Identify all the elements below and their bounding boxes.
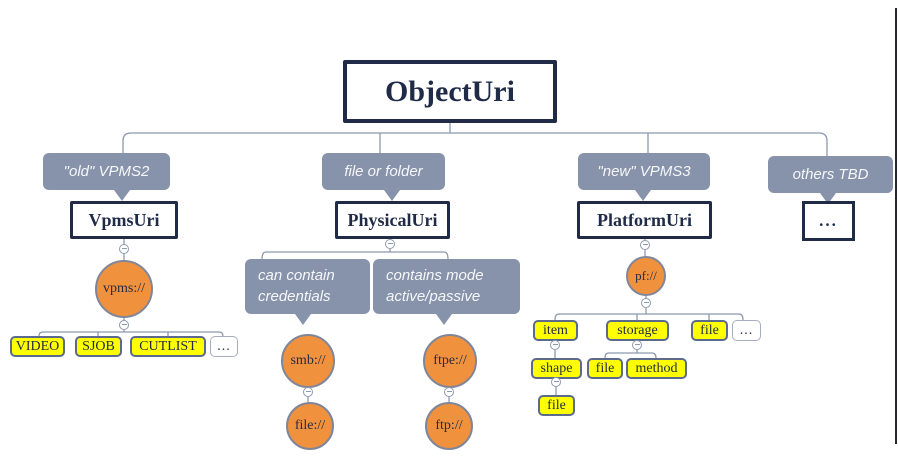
segment-leaf-item[interactable]: item xyxy=(533,320,578,341)
segment-leaf-storage-file[interactable]: file xyxy=(587,358,623,379)
collapse-toggle-icon[interactable] xyxy=(444,387,454,397)
class-node-platformuri[interactable]: PlatformUri xyxy=(577,201,712,239)
callout-old-vpms2[interactable]: "old" VPMS2 xyxy=(43,153,170,201)
type-leaf-video[interactable]: VIDEO xyxy=(10,336,65,357)
type-leaf-sjob[interactable]: SJOB xyxy=(75,336,122,357)
type-leaf-more[interactable]: ... xyxy=(210,336,238,357)
note-can-contain-credentials[interactable]: can contain credentials xyxy=(245,259,370,325)
note-contains-mode[interactable]: contains mode active/passive xyxy=(373,259,520,325)
collapse-toggle-icon[interactable] xyxy=(632,340,642,350)
scheme-circle-pf[interactable]: pf:// xyxy=(626,256,666,296)
callout-new-vpms3[interactable]: "new" VPMS3 xyxy=(578,153,710,201)
callout-file-or-folder[interactable]: file or folder xyxy=(322,153,445,201)
type-leaf-cutlist[interactable]: CUTLIST xyxy=(130,336,206,357)
class-node-vpmsuri[interactable]: VpmsUri xyxy=(70,201,178,239)
segment-leaf-shape-file[interactable]: file xyxy=(538,395,575,416)
scheme-circle-vpms[interactable]: vpms:// xyxy=(95,260,153,318)
collapse-toggle-icon[interactable] xyxy=(119,320,129,330)
scheme-circle-ftp[interactable]: ftp:// xyxy=(425,402,473,450)
segment-leaf-shape[interactable]: shape xyxy=(531,358,582,379)
root-node[interactable]: ObjectUri xyxy=(343,60,557,123)
collapse-toggle-icon[interactable] xyxy=(119,244,129,254)
callout-others-tbd[interactable]: others TBD xyxy=(768,156,893,204)
collapse-toggle-icon[interactable] xyxy=(550,340,560,350)
collapse-toggle-icon[interactable] xyxy=(551,377,561,387)
collapse-toggle-icon[interactable] xyxy=(641,298,651,308)
collapse-toggle-icon[interactable] xyxy=(640,240,650,250)
segment-leaf-file[interactable]: file xyxy=(691,320,728,341)
scheme-circle-ftpe[interactable]: ftpe:// xyxy=(423,334,477,388)
scheme-circle-file[interactable]: file:// xyxy=(286,402,334,450)
class-node-physicaluri[interactable]: PhysicalUri xyxy=(335,201,450,239)
segment-leaf-more[interactable]: ... xyxy=(732,320,761,341)
scheme-circle-smb[interactable]: smb:// xyxy=(281,334,335,388)
segment-leaf-method[interactable]: method xyxy=(626,358,687,379)
collapse-toggle-icon[interactable] xyxy=(385,239,395,249)
segment-leaf-storage[interactable]: storage xyxy=(606,320,669,341)
collapse-toggle-icon[interactable] xyxy=(303,387,313,397)
window-edge-line xyxy=(895,8,897,444)
class-node-others[interactable]: ... xyxy=(802,201,855,241)
